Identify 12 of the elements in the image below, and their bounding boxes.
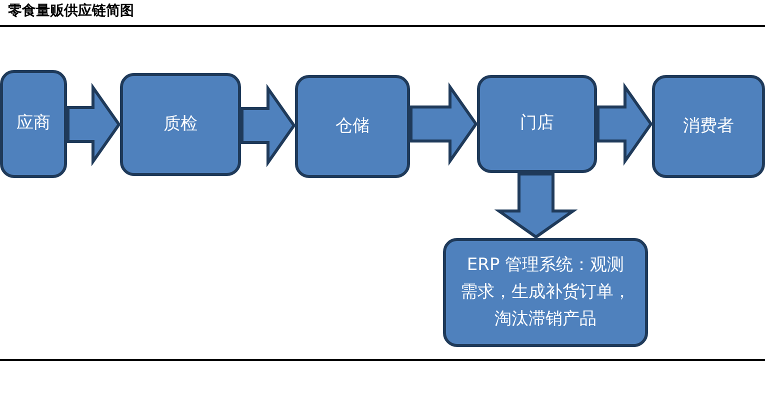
block-arrow [410, 82, 478, 166]
diagram-title: 零食量贩供应链简图 [8, 2, 134, 20]
block-arrow [596, 82, 653, 166]
process-box: 应商 [0, 70, 67, 178]
block-arrow [66, 82, 121, 166]
process-box: 质检 [120, 73, 241, 176]
process-box: 消费者 [652, 75, 765, 178]
process-box: 门店 [477, 75, 597, 173]
process-box: ERP 管理系统：观测需求，生成补货订单，淘汰滞销产品 [443, 238, 648, 347]
process-box: 仓储 [295, 75, 410, 178]
block-arrow [494, 172, 578, 239]
block-arrow [240, 84, 296, 168]
